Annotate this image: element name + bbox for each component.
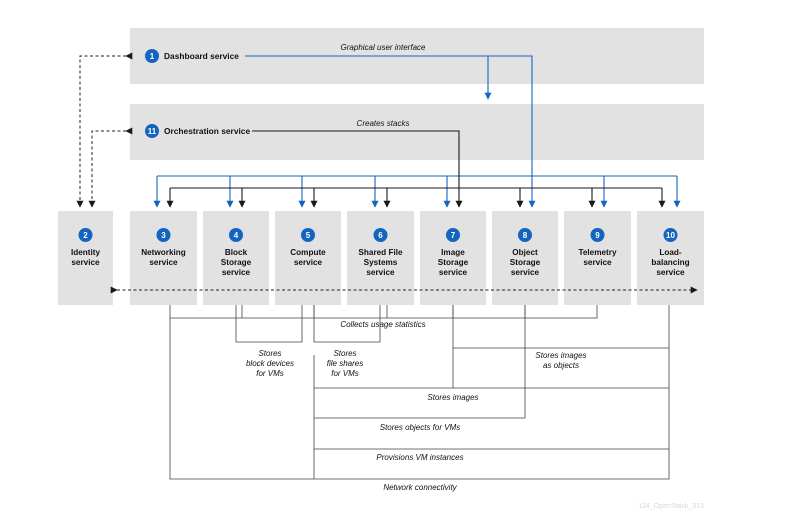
block-storage-label-3: service [222, 268, 251, 277]
identity-label-2: service [71, 258, 100, 267]
image-storage-label-1: Image [441, 248, 465, 257]
service-image-storage: 7 Image Storage service [420, 211, 486, 305]
compute-badge [301, 228, 315, 242]
objects-label-1: Stores images [535, 351, 586, 360]
load-balancing-label-1: Load- [659, 248, 682, 257]
orchestration-badge [145, 124, 159, 138]
compute-label-1: Compute [290, 248, 326, 257]
relation-usage: Collects usage statistics [169, 305, 598, 329]
dashboard-badge [145, 49, 159, 63]
telemetry-number: 9 [595, 231, 600, 240]
shares-label-3: for VMs [331, 369, 359, 378]
identity-badge [78, 228, 93, 242]
network-label: Network connectivity [383, 483, 457, 492]
image-storage-label-3: service [439, 268, 468, 277]
relation-block: Stores block devices for VMs [235, 305, 303, 378]
object-storage-label-1: Object [512, 248, 538, 257]
objects-label-2: as objects [543, 361, 579, 370]
dashboard-connections [153, 55, 681, 208]
relation-provisions: Provisions VM instances [313, 388, 670, 462]
service-identity: 2 Identity service [58, 211, 113, 305]
watermark: 124_OpenStack_013 [638, 503, 704, 510]
images-label: Stores images [427, 393, 478, 402]
block-storage-number: 4 [234, 231, 239, 240]
object-storage-number: 8 [523, 231, 528, 240]
block-storage-badge [229, 228, 243, 242]
relation-objects: Stores images as objects [452, 305, 670, 370]
service-object-storage: 8 Object Storage service [492, 211, 558, 305]
shared-file-systems-label-2: Systems [364, 258, 398, 267]
orchestration-connections [166, 130, 666, 208]
block-storage-label-1: Block [225, 248, 248, 257]
object-storage-label-3: service [511, 268, 540, 277]
service-compute: 5 Compute service [275, 211, 341, 305]
identity-number: 2 [83, 231, 88, 240]
block-label-3: for VMs [256, 369, 284, 378]
shared-file-systems-badge [373, 228, 388, 242]
networking-label-1: Networking [141, 248, 186, 257]
load-balancing-number: 10 [666, 231, 675, 240]
shares-label-1: Stores [333, 349, 356, 358]
object-storage-badge [518, 228, 532, 242]
block-label-1: Stores [258, 349, 281, 358]
image-storage-number: 7 [451, 231, 456, 240]
shares-label-2: file shares [327, 359, 363, 368]
identity-label-1: Identity [71, 248, 101, 257]
service-telemetry: 9 Telemetry service [564, 211, 631, 305]
relation-network: Network connectivity [169, 318, 670, 492]
identity-links [76, 52, 133, 208]
orchestration-title: Orchestration service [164, 126, 250, 136]
orchestration-number: 11 [148, 127, 157, 136]
shared-file-systems-label-3: service [366, 268, 395, 277]
shared-file-systems-label-1: Shared File [358, 248, 403, 257]
networking-badge [156, 228, 171, 242]
block-storage-label-2: Storage [221, 258, 252, 267]
dashboard-number: 1 [150, 52, 155, 61]
telemetry-label-1: Telemetry [578, 248, 617, 257]
image-storage-badge [446, 228, 460, 242]
image-storage-label-2: Storage [438, 258, 469, 267]
shared-file-systems-number: 6 [378, 231, 383, 240]
dashboard-caption: Graphical user interface [341, 43, 426, 52]
object-storage-label-2: Storage [510, 258, 541, 267]
service-load-balancing: 10 Load- balancing service [637, 211, 704, 305]
service-block-storage: 4 Block Storage service [203, 211, 269, 305]
compute-number: 5 [306, 231, 311, 240]
service-networking: 3 Networking service [130, 211, 197, 305]
relation-vm-objects: Stores objects for VMs [313, 305, 526, 432]
usage-label: Collects usage statistics [340, 320, 425, 329]
relation-images: Stores images [313, 348, 670, 402]
load-balancing-label-2: balancing [651, 258, 689, 267]
compute-label-2: service [294, 258, 323, 267]
orchestration-band: 11 Orchestration service Creates stacks [130, 104, 704, 160]
provisions-label: Provisions VM instances [376, 453, 463, 462]
vm-objects-label: Stores objects for VMs [380, 423, 460, 432]
load-balancing-label-3: service [656, 268, 685, 277]
telemetry-badge [590, 228, 605, 242]
block-label-2: block devices [246, 359, 294, 368]
dashboard-band: 1 Dashboard service Graphical user inter… [130, 28, 704, 84]
networking-number: 3 [161, 231, 166, 240]
networking-label-2: service [149, 258, 178, 267]
telemetry-label-2: service [583, 258, 612, 267]
orchestration-caption: Creates stacks [357, 119, 410, 128]
load-balancing-badge [663, 228, 678, 242]
dashboard-title: Dashboard service [164, 51, 239, 61]
service-shared-file-systems: 6 Shared File Systems service [347, 211, 414, 305]
relation-shares: Stores file shares for VMs [313, 305, 381, 378]
